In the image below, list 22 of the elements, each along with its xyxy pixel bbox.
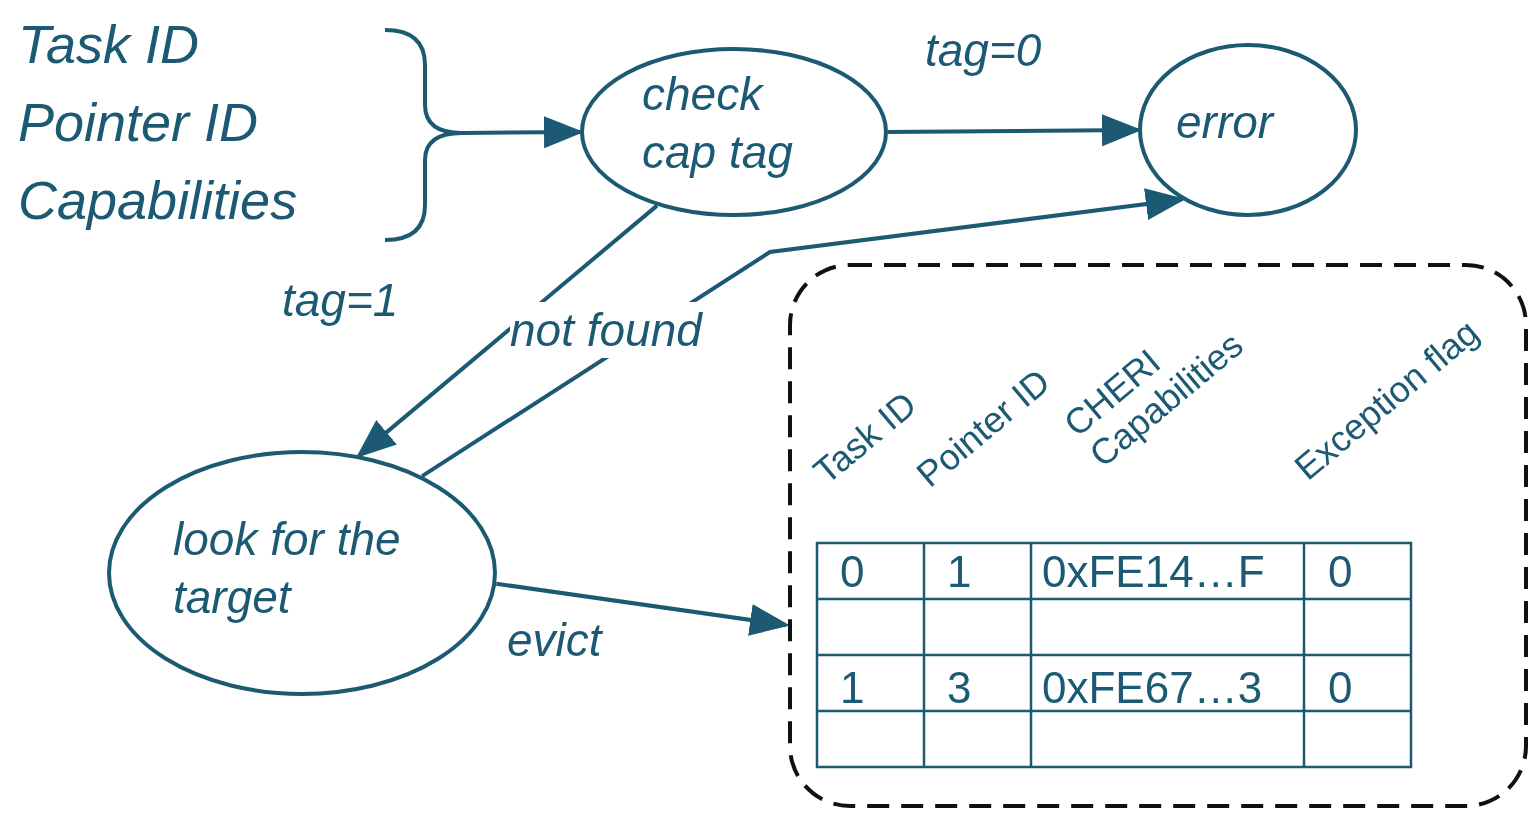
cell-value: 0 [1328, 664, 1353, 712]
node-text: look for the target [173, 512, 402, 625]
list-item-text: Pointer ID [18, 91, 259, 154]
cell-value: 1 [947, 548, 972, 596]
cell-value: 0 [840, 548, 865, 596]
cell-value: 0xFE67…3 [1042, 664, 1263, 712]
ellipse-node [580, 47, 888, 217]
ellipse-node [1138, 43, 1358, 217]
ellipse-node [107, 450, 497, 696]
node-text: check cap tag [642, 67, 794, 180]
node-text: error [1176, 95, 1276, 150]
arrow [421, 188, 1186, 478]
cell-value: 0xFE14…F [1042, 548, 1265, 596]
dashed-region [788, 263, 1528, 808]
cell-value: 0 [1328, 548, 1353, 596]
arrow [496, 581, 790, 636]
list-item-text: Task ID [18, 13, 200, 76]
cell-value: 1 [840, 664, 865, 712]
edge-label: not found [510, 302, 702, 358]
cell-value: 3 [947, 664, 972, 712]
arrow [355, 204, 659, 458]
list-item-text: Capabilities [18, 169, 298, 232]
